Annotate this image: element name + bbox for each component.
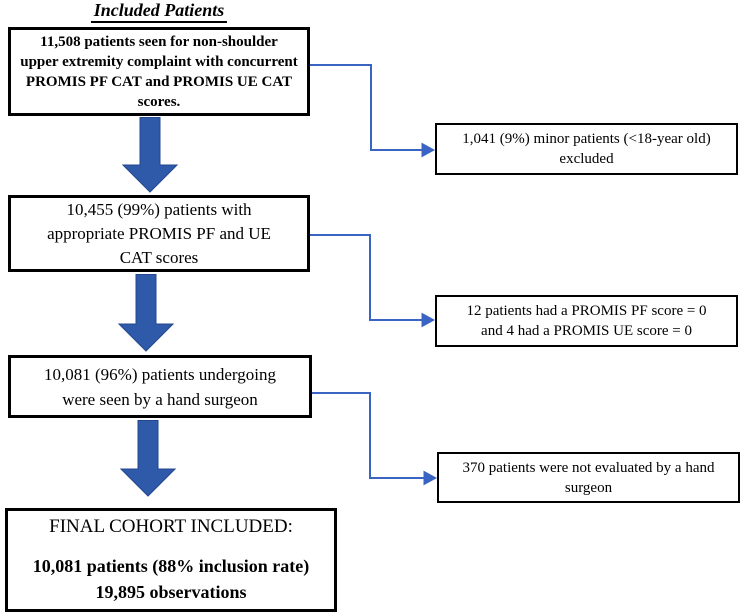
box-hand-surgeon-line: were seen by a hand surgeon (62, 389, 258, 409)
box-minors-excluded-line: 1,041 (9%) minor patients (<18-year old) (462, 131, 711, 147)
box-final-cohort: FINAL COHORT INCLUDED: 10,081 patients (… (5, 508, 337, 612)
box-initial-cohort-line: PROMIS PF CAT and PROMIS UE CAT (25, 73, 293, 90)
box-minors-excluded-line: excluded (559, 151, 614, 167)
final-cohort-stats: 10,081 patients (88% inclusion rate) 19,… (8, 553, 334, 605)
box-appropriate-scores-line: CAT scores (119, 247, 199, 267)
box-appropriate-scores: 10,455 (99%) patients with appropriate P… (8, 195, 310, 272)
final-cohort-stat-observations: 19,895 observations (95, 582, 247, 602)
elbow-connector-1 (310, 64, 422, 151)
box-initial-cohort-line: upper extremity complaint with concurren… (20, 53, 298, 70)
down-arrow-icon (118, 274, 174, 352)
figure-title: Included Patients (8, 0, 310, 23)
box-zero-scores-excluded-line: and 4 had a PROMIS UE score = 0 (481, 323, 692, 339)
final-cohort-stat-inclusion: 10,081 patients (88% inclusion rate) (32, 556, 310, 576)
down-arrow-icon (122, 117, 178, 193)
box-initial-cohort-line: scores. (137, 93, 181, 110)
elbow-connector-2 (310, 234, 422, 321)
figure-title-text: Included Patients (90, 0, 228, 23)
box-not-hand-surgeon-excluded-line: surgeon (564, 479, 613, 496)
box-appropriate-scores-line: appropriate PROMIS PF and UE (47, 223, 271, 243)
box-not-hand-surgeon-excluded: 370 patients were not evaluated by a han… (437, 452, 740, 503)
box-hand-surgeon-line: 10,081 (96%) patients undergoing (44, 364, 276, 384)
elbow-connector-3 (312, 392, 424, 479)
box-minors-excluded: 1,041 (9%) minor patients (<18-year old)… (435, 123, 738, 175)
box-initial-cohort: 11,508 patients seen for non-shoulder up… (8, 27, 310, 116)
box-appropriate-scores-line: 10,455 (99%) patients with (66, 199, 252, 219)
box-hand-surgeon: 10,081 (96%) patients undergoing were se… (8, 355, 312, 418)
down-arrow-icon (120, 420, 176, 497)
final-cohort-heading: FINAL COHORT INCLUDED: (49, 516, 293, 537)
connector-arrowhead-icon (423, 470, 438, 486)
box-not-hand-surgeon-excluded-line: 370 patients were not evaluated by a han… (462, 459, 715, 476)
box-zero-scores-excluded: 12 patients had a PROMIS PF score = 0 an… (435, 295, 738, 347)
connector-arrowhead-icon (421, 142, 436, 158)
box-zero-scores-excluded-line: 12 patients had a PROMIS PF score = 0 (466, 303, 707, 319)
connector-arrowhead-icon (421, 312, 436, 328)
box-initial-cohort-line: 11,508 patients seen for non-shoulder (40, 33, 278, 50)
